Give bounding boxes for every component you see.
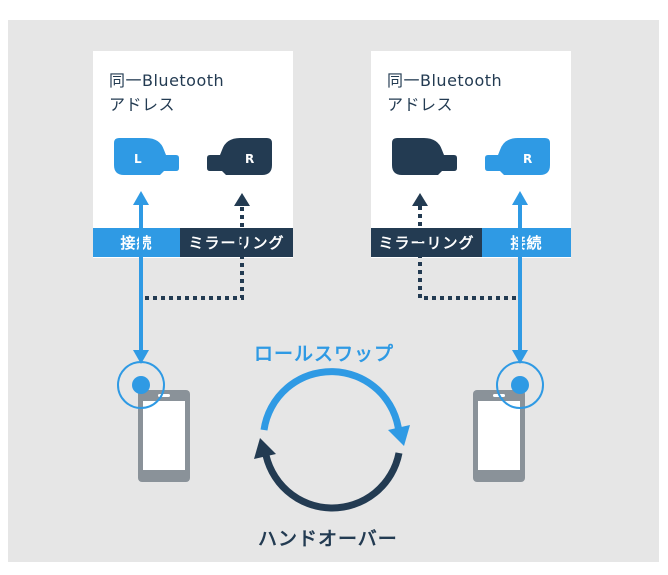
role-swap-label: ロールスワップ (254, 343, 395, 365)
right-card-earbud-left-icon (392, 138, 457, 175)
right-card-mirroring-label: ミラーリング (371, 228, 482, 257)
left-connection-arrow-down-icon (133, 350, 149, 364)
right-card-connect-label: 接続 (482, 228, 571, 257)
right-card-earbud-right-icon: R (485, 138, 550, 175)
left-card-title-line1: 同一Bluetooth (109, 71, 225, 90)
handover-label: ハンドオーバー (258, 528, 398, 550)
left-phone-signal-dot (132, 376, 150, 394)
right-mirroring-arrow-up-icon (412, 193, 428, 206)
right-card-title: 同一Bluetooth アドレス (387, 69, 502, 117)
handover-arrow-icon (254, 438, 276, 459)
right-smartphone-icon (473, 390, 525, 482)
left-card-title: 同一Bluetooth アドレス (109, 69, 224, 117)
left-card-earbud-left-icon: L (114, 138, 179, 175)
left-mirroring-arrow-up-icon (234, 193, 250, 206)
handover-arc (261, 449, 403, 512)
role-swap-arrow-icon (388, 425, 410, 446)
right-card-earbud-right-letter: R (523, 152, 532, 166)
left-smartphone-icon (138, 390, 190, 482)
left-card-earbud-right-icon: R (207, 138, 272, 175)
right-connection-arrow-down-icon (512, 350, 528, 364)
right-mirroring-dotted-line (418, 205, 516, 300)
left-card-mirroring-label: ミラーリング (180, 228, 293, 257)
right-phone-signal-ring (496, 361, 544, 409)
left-card-connect-label: 接続 (93, 228, 180, 257)
left-card-earbud-right-letter: R (245, 152, 254, 166)
role-swap-arc (260, 368, 403, 434)
left-card-earbud-left-letter: L (134, 152, 142, 166)
right-connection-arrow-up-icon (512, 191, 528, 205)
right-phone-signal-dot (511, 376, 529, 394)
right-card-title-line1: 同一Bluetooth (387, 71, 503, 90)
right-card-title-line2: アドレス (387, 95, 454, 114)
left-mirroring-dotted-line (145, 205, 244, 300)
left-connection-arrow-up-icon (133, 191, 149, 205)
left-card-title-line2: アドレス (109, 95, 176, 114)
left-phone-signal-ring (117, 361, 165, 409)
